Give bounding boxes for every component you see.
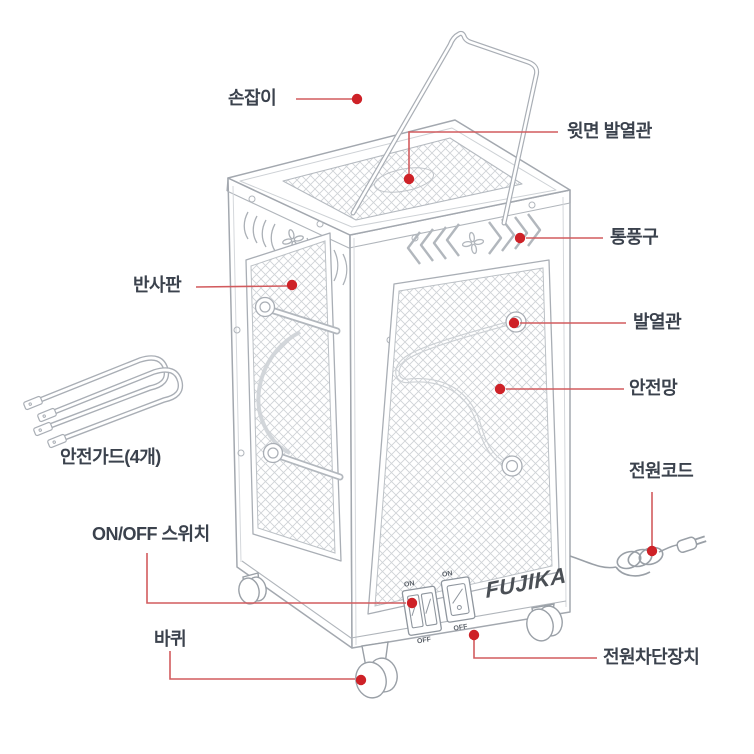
dot-handle <box>351 93 363 105</box>
dot-wheel <box>355 674 367 686</box>
dot-vent <box>514 232 526 244</box>
safety-net-panel <box>367 259 560 615</box>
switch-on-label: ON <box>404 580 415 589</box>
single-rocker-switch[interactable]: ON OFF <box>440 568 477 634</box>
leader-lines <box>146 98 653 680</box>
safety-guards <box>23 355 184 449</box>
leader-power-cutoff <box>473 640 597 659</box>
label-vent: 통풍구 <box>610 227 659 247</box>
label-safety-net: 안전망 <box>629 378 678 398</box>
label-on-off-switch: ON/OFF 스위치 <box>92 524 210 544</box>
top-mesh <box>282 137 523 221</box>
front-vent <box>406 213 542 265</box>
caster-rear-left <box>238 572 267 605</box>
switch-off-label: OFF <box>453 623 469 632</box>
power-plug <box>676 535 707 553</box>
top-heating-tube <box>373 167 435 193</box>
reflector-panel <box>245 232 344 562</box>
switch-off-label: OFF <box>417 636 433 645</box>
leader-wheel <box>169 651 355 680</box>
label-safety-guard: 안전가드(4개) <box>60 447 161 467</box>
dot-power-cutoff <box>468 629 480 641</box>
dot-on-off-switch <box>406 597 418 609</box>
caster-right <box>526 603 563 642</box>
carry-handle[interactable] <box>350 30 540 226</box>
power-cord <box>569 535 707 577</box>
leader-top-heating-tube <box>408 131 558 174</box>
label-top-heating-tube: 윗면 발열관 <box>567 121 652 141</box>
label-power-cord: 전원코드 <box>629 461 694 481</box>
leader-on-off-switch <box>146 553 406 604</box>
label-handle: 손잡이 <box>228 88 277 108</box>
dot-reflector <box>286 279 298 291</box>
caster-front <box>355 641 398 699</box>
casters <box>238 572 563 699</box>
leader-reflector <box>195 285 288 288</box>
callout-dots <box>286 93 658 686</box>
dot-power-cord <box>646 545 658 557</box>
switch-panel: ON OFF ON OFF <box>401 568 477 645</box>
dot-safety-net <box>494 383 506 395</box>
fan-icon <box>461 231 485 255</box>
label-wheel: 바퀴 <box>154 629 187 649</box>
switch-on-label: ON <box>442 570 453 579</box>
safety-guard-front <box>37 367 184 449</box>
label-power-cutoff: 전원차단장치 <box>603 647 700 667</box>
left-heating-tubes <box>254 296 344 481</box>
dot-heating-tube <box>508 317 520 329</box>
label-reflector: 반사판 <box>133 275 182 295</box>
label-heating-tube: 발열관 <box>633 312 682 332</box>
dot-top-heating-tube <box>403 173 415 185</box>
